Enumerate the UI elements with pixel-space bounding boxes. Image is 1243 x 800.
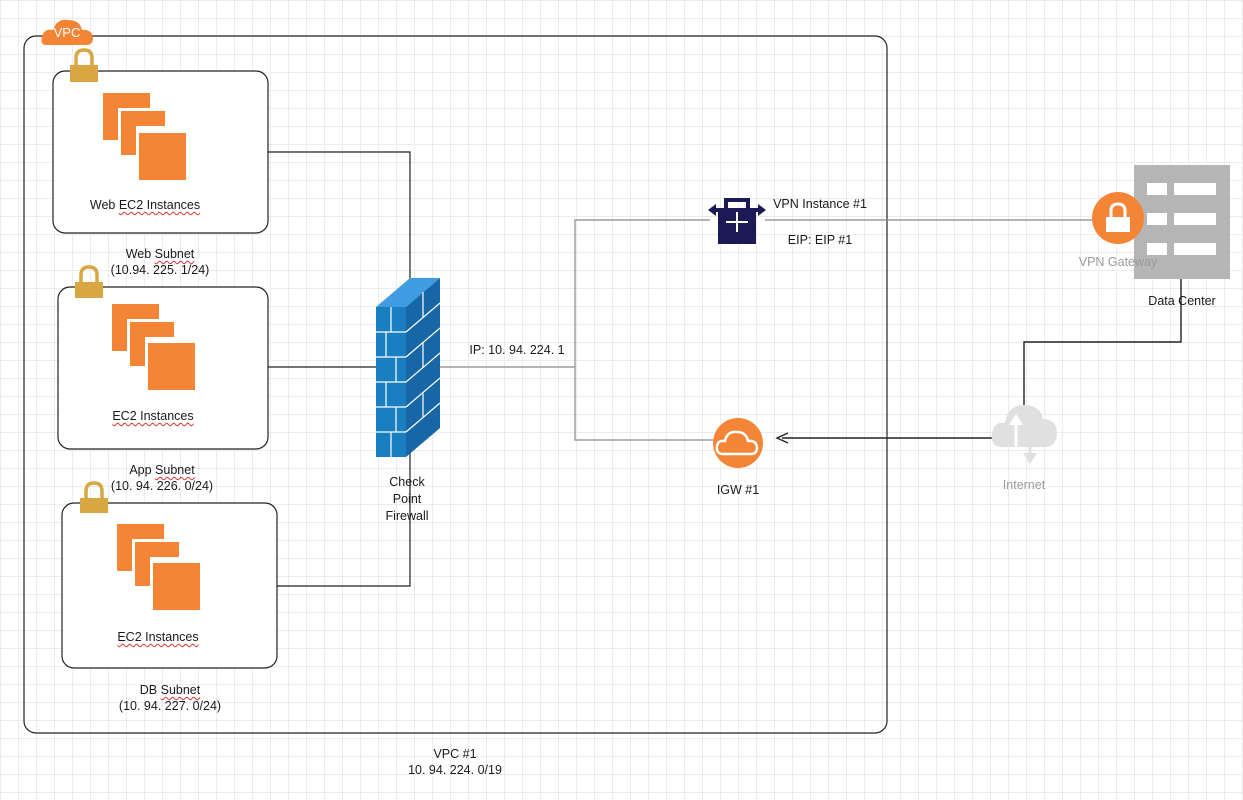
firewall-label-line1: Check xyxy=(389,475,425,489)
vpc-cidr: 10. 94. 224. 0/19 xyxy=(408,763,502,777)
firewall-ip-label: IP: 10. 94. 224. 1 xyxy=(469,343,565,357)
firewall-label-line2: Point xyxy=(392,492,422,506)
vpc-cloud-icon xyxy=(41,19,93,45)
data-center-server-icon xyxy=(1134,165,1230,279)
subnet-connectors xyxy=(268,151,411,587)
ec2-instances-icon xyxy=(117,524,202,612)
db-subnet-name: DB Subnet xyxy=(100,682,240,698)
db-subnet-main: Subnet xyxy=(160,683,201,697)
app-instances-main: EC2 Instances xyxy=(112,409,194,423)
vpn-instance-icon xyxy=(708,198,766,244)
db-subnet-prefix: DB xyxy=(139,683,161,697)
web-instances-label: Web EC2 Instances xyxy=(70,197,220,213)
app-subnet-cidr: (10. 94. 226. 0/24) xyxy=(110,479,214,493)
web-instances-prefix: Web xyxy=(89,198,119,212)
web-subnet-prefix: Web xyxy=(125,247,155,261)
web-subnet-main: Subnet xyxy=(154,247,195,261)
data-center-name: Data Center xyxy=(1148,294,1216,308)
vpc-badge-label: VPC xyxy=(53,25,81,40)
igw-internet-connector xyxy=(775,432,1008,444)
internet-cloud-icon xyxy=(991,405,1057,464)
vpc-container[interactable] xyxy=(23,35,888,734)
firewall-icon xyxy=(376,278,441,457)
lock-icon xyxy=(75,265,103,298)
db-instances-main: EC2 Instances xyxy=(117,630,199,644)
igw-name: IGW #1 xyxy=(716,483,760,497)
web-subnet-name: Web Subnet xyxy=(90,246,230,262)
app-subnet-main: Subnet xyxy=(155,463,195,477)
db-instances-label: EC2 Instances xyxy=(88,629,228,645)
datacenter-internet-connector xyxy=(1023,279,1182,405)
firewall-label-line3: Firewall xyxy=(385,509,429,523)
vpn-gateway-name: VPN Gateway xyxy=(1078,255,1158,269)
app-subnet-prefix: App xyxy=(129,463,156,477)
vpc-name: VPC #1 xyxy=(433,747,477,761)
vpn-gateway-lock-icon xyxy=(1092,192,1144,244)
ec2-instances-icon xyxy=(103,93,188,181)
app-subnet-name: App Subnet xyxy=(92,462,232,478)
internet-name: Internet xyxy=(1002,478,1046,492)
lock-icon xyxy=(70,48,98,82)
igw-cloud-icon xyxy=(713,418,763,468)
ec2-instances-icon xyxy=(112,304,197,392)
vpn-instance-name: VPN Instance #1 xyxy=(773,197,867,211)
firewall-outbound-connectors xyxy=(440,219,1092,441)
web-subnet-cidr: (10.94. 225. 1/24) xyxy=(110,263,210,277)
app-instances-label: EC2 Instances xyxy=(83,408,223,424)
vpn-instance-eip: EIP: EIP #1 xyxy=(787,233,853,247)
db-subnet-cidr: (10. 94. 227. 0/24) xyxy=(118,699,222,713)
lock-icon xyxy=(80,481,108,513)
web-instances-main: EC2 Instances xyxy=(118,198,201,212)
